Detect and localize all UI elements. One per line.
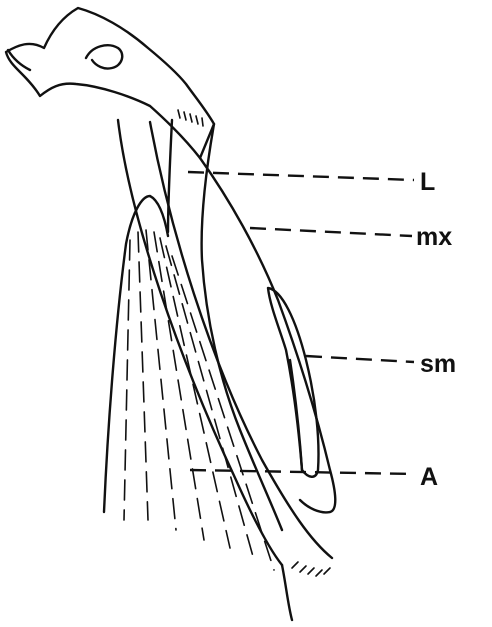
rod-tip — [282, 565, 292, 620]
leader-mx — [250, 228, 412, 236]
head-inner-curl — [86, 45, 122, 68]
mx-bottom — [300, 500, 330, 512]
label-A: A — [420, 463, 438, 491]
label-sm: sm — [420, 350, 456, 378]
head-hatching — [178, 110, 203, 126]
leader-sm — [306, 356, 414, 362]
head-notch — [8, 50, 30, 70]
A-ray-5 — [160, 238, 230, 548]
head-outline — [6, 8, 214, 158]
rod-end-hatching — [292, 562, 330, 576]
A-structure — [104, 196, 274, 570]
head-structure — [6, 8, 214, 158]
A-ray-6 — [166, 246, 254, 560]
A-ray-1 — [124, 240, 130, 520]
mx-right-edge — [200, 158, 335, 512]
label-mx: mx — [416, 223, 452, 251]
sm-slot-inner — [290, 360, 302, 470]
A-ray-7 — [172, 256, 274, 570]
A-ray-2 — [138, 232, 148, 520]
leader-L — [188, 172, 414, 180]
label-L: L — [420, 168, 435, 196]
